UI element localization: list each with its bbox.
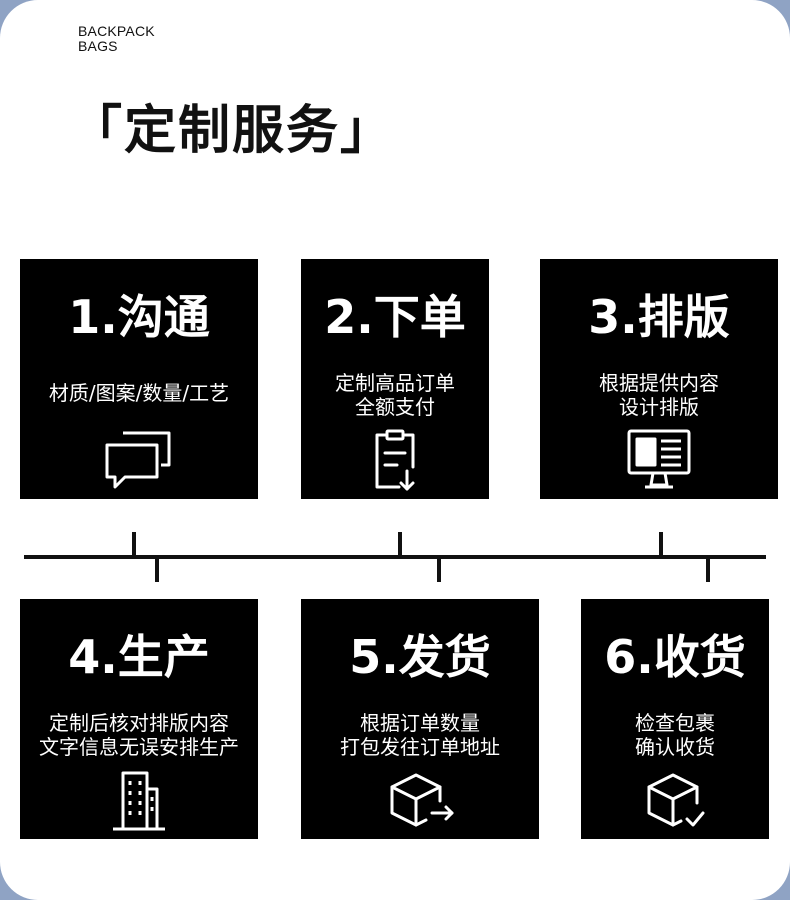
step-card-layout: 3.排版 根据提供内容 设计排版 xyxy=(540,259,778,499)
step-title: 3.排版 xyxy=(588,290,730,344)
step-title: 4.生产 xyxy=(68,630,210,684)
monitor-layout-icon xyxy=(623,427,695,491)
step-desc-line-1: 定制高品订单 xyxy=(335,371,455,395)
step-desc-line-1: 定制后核对排版内容 xyxy=(49,711,229,735)
step-title: 2.下单 xyxy=(324,290,466,344)
step-desc-line-2: 打包发往订单地址 xyxy=(340,735,500,759)
brand-logo: BACKPACK BAGS xyxy=(78,24,155,54)
step-card-communicate: 1.沟通 材质/图案/数量/工艺 xyxy=(20,259,258,499)
step-card-ship: 5.发货 根据订单数量 打包发往订单地址 xyxy=(301,599,539,839)
chat-bubbles-icon xyxy=(103,427,175,491)
step-description: 定制后核对排版内容 文字信息无误安排生产 xyxy=(20,711,258,759)
step-desc-line-1: 材质/图案/数量/工艺 xyxy=(48,381,230,405)
step-card-production: 4.生产 定制后核对排版内容 文字信息无误安排生产 xyxy=(20,599,258,839)
clipboard-download-icon xyxy=(359,427,431,491)
brand-line-2: BAGS xyxy=(78,38,118,54)
step-description: 根据订单数量 打包发往订单地址 xyxy=(301,711,539,759)
step-description: 材质/图案/数量/工艺 xyxy=(20,381,258,405)
factory-building-icon xyxy=(103,767,175,831)
step-description: 定制高品订单 全额支付 xyxy=(301,371,489,419)
step-title: 5.发货 xyxy=(349,630,491,684)
brand-line-1: BACKPACK xyxy=(78,23,155,39)
box-shipping-icon xyxy=(384,767,456,831)
step-desc-line-1: 检查包裹 xyxy=(635,711,715,735)
box-check-icon xyxy=(639,767,711,831)
step-description: 检查包裹 确认收货 xyxy=(581,711,769,759)
timeline-connector xyxy=(24,532,766,582)
step-desc-line-1: 根据提供内容 xyxy=(599,371,719,395)
page-title: 「定制服务」 xyxy=(70,101,395,161)
step-desc-line-2: 设计排版 xyxy=(619,395,699,419)
step-title: 1.沟通 xyxy=(68,290,210,344)
step-title: 6.收货 xyxy=(604,630,746,684)
step-desc-line-1: 根据订单数量 xyxy=(360,711,480,735)
step-card-receive: 6.收货 检查包裹 确认收货 xyxy=(581,599,769,839)
step-desc-line-2: 文字信息无误安排生产 xyxy=(39,735,239,759)
step-desc-line-2: 确认收货 xyxy=(635,735,715,759)
step-card-order: 2.下单 定制高品订单 全额支付 xyxy=(301,259,489,499)
step-desc-line-2: 全额支付 xyxy=(355,395,435,419)
step-description: 根据提供内容 设计排版 xyxy=(540,371,778,419)
